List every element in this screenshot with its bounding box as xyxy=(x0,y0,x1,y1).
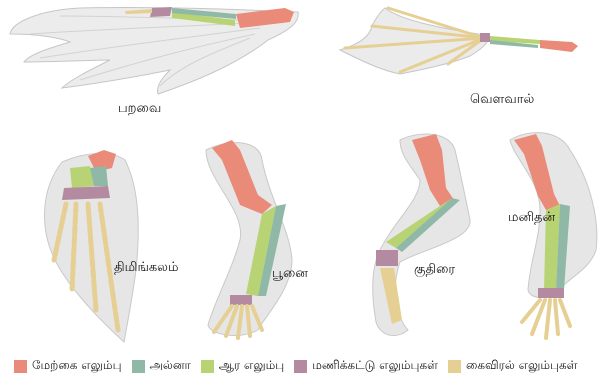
label-human: மனிதன் xyxy=(508,210,555,226)
horse-leg xyxy=(373,134,470,336)
legend-label: மணிக்கட்டு எலும்புகள் xyxy=(312,358,438,374)
human-phalanges xyxy=(522,300,570,338)
legend-item-radius: ஆர எலும்பு xyxy=(201,358,285,374)
legend-label: அல்னா xyxy=(150,358,191,374)
label-whale: திமிங்கலம் xyxy=(114,260,178,276)
bone-legend: மேற்கை எலும்பு அல்னா ஆர எலும்பு மணிக்கட்… xyxy=(14,355,606,377)
legend-swatch-phalanges xyxy=(448,360,461,373)
legend-label: கைவிரல் எலும்புகள் xyxy=(466,358,577,374)
whale-carpals xyxy=(62,186,110,200)
legend-swatch-ulna xyxy=(132,360,145,373)
legend-item-carpals: மணிக்கட்டு எலும்புகள் xyxy=(294,358,438,374)
label-cat: பூனை xyxy=(272,266,308,282)
legend-item-humerus: மேற்கை எலும்பு xyxy=(14,358,122,374)
whale-flipper xyxy=(45,150,139,342)
legend-swatch-humerus xyxy=(14,360,27,373)
legend-label: மேற்கை எலும்பு xyxy=(32,358,122,374)
horse-carpals xyxy=(376,250,398,266)
bat-wing xyxy=(340,8,578,74)
label-bat: வௌவால் xyxy=(470,92,534,108)
label-horse: குதிரை xyxy=(414,262,455,278)
legend-swatch-carpals xyxy=(294,360,307,373)
cat-carpals xyxy=(230,295,252,305)
cat-leg xyxy=(206,140,292,338)
label-bird: பறவை xyxy=(118,101,161,117)
bird-wing xyxy=(10,7,298,94)
bat-humerus xyxy=(540,40,578,52)
legend-item-ulna: அல்னா xyxy=(132,358,191,374)
human-arm xyxy=(510,133,597,338)
legend-label: ஆர எலும்பு xyxy=(219,358,285,374)
legend-swatch-radius xyxy=(201,360,214,373)
human-carpals xyxy=(538,288,564,298)
legend-item-phalanges: கைவிரல் எலும்புகள் xyxy=(448,358,577,374)
bat-carpals xyxy=(480,33,490,42)
bird-carpals xyxy=(150,7,172,17)
